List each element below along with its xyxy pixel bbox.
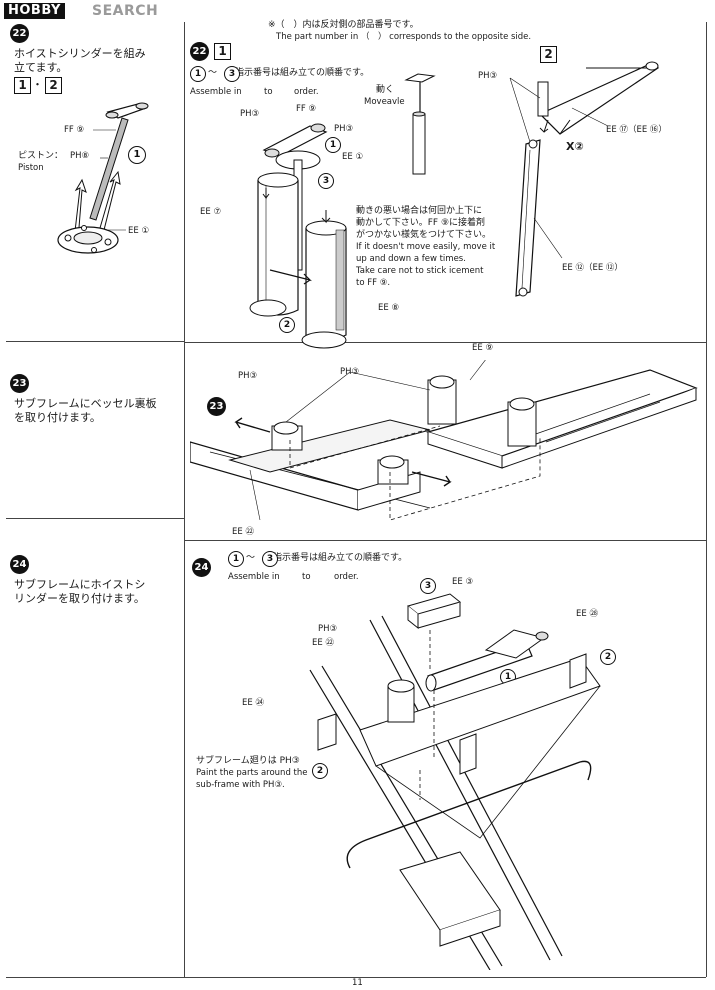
step-24-ee3: EE ③ — [452, 577, 474, 587]
step-22-box-1: 1 — [214, 43, 231, 60]
left-ee1-label: EE ① — [128, 226, 150, 236]
left-step-22-text-1: ホイストシリンダーを組み — [14, 47, 146, 60]
page-number: 11 — [352, 978, 363, 988]
step-22-ee7: EE ⑦ — [200, 207, 222, 217]
step-24-ee24: EE ㉔ — [242, 698, 264, 708]
right-separator-2 — [184, 540, 706, 541]
left-piston-en: Piston — [18, 163, 44, 173]
left-step-23-number: 23 — [10, 374, 29, 393]
step-22-fig-circle-1: 1 — [325, 137, 341, 153]
step-24-fig-circle-2-right: 2 — [600, 649, 616, 665]
step-24-ph3: PH③ — [318, 624, 338, 634]
step-22-note-jp-2: 動かして下さい。FF ⑨に接着剤 — [356, 218, 486, 228]
step-23-number: 23 — [207, 397, 226, 416]
step-24-order-en-b: order. — [334, 572, 359, 582]
step-24-paint-en-2: sub-frame with PH③. — [196, 780, 285, 790]
left-step-24-text-2: リンダーを取り付けます。 — [14, 592, 145, 605]
step-22-box-2: 2 — [540, 46, 557, 63]
step-24-paint-en-1: Paint the parts around the — [196, 768, 308, 778]
left-step-24-text-1: サブフレームにホイストシ — [14, 578, 146, 591]
step-24-ee28: EE ㉘ — [576, 609, 598, 619]
step-22-note-en-3: Take care not to stick icement — [356, 266, 484, 276]
bottom-border — [6, 977, 706, 978]
step-22-note-en-2: up and down a few times. — [356, 254, 466, 264]
left-ff9-label: FF ⑨ — [64, 125, 85, 135]
step-23-ee9: EE ⑨ — [472, 343, 494, 353]
step-22-fig-circle-3: 3 — [318, 173, 334, 189]
left-step-23-text-2: を取り付けます。 — [14, 411, 101, 424]
left-separator-1 — [6, 341, 184, 342]
step-22-b2-ph3: PH③ — [478, 71, 498, 81]
logo-brand: HOBBY — [4, 3, 65, 19]
step-24-order-jp: ～ の指示番号は組み立ての順番です。 — [246, 553, 408, 563]
left-step-23-text-1: サブフレームにベッセル裏板 — [14, 397, 157, 410]
step-24-order-en-a: Assemble in — [228, 572, 280, 582]
step-23-ee22: EE ㉒ — [232, 527, 254, 537]
step-22-b2-ee12: EE ⑫（EE ⑫） — [562, 263, 623, 273]
left-piston-jp: ピストン： — [18, 151, 64, 161]
step-22-order-jp: ～ の指示番号は組み立ての順番です。 — [208, 68, 370, 78]
step-22-order-circle-1: 1 — [190, 66, 206, 82]
step-24-frame-figure — [309, 593, 601, 970]
step-22-ph3-right: PH③ — [334, 124, 354, 134]
step-22-b2-x: X② — [566, 140, 584, 153]
step-24-order-circle-3: 3 — [262, 551, 278, 567]
step-24-fig-circle-3: 3 — [420, 578, 436, 594]
step-22-movable-en: Moveavle — [364, 97, 405, 107]
step-22-b2-ee17: EE ⑰（EE ⑯） — [606, 125, 667, 135]
left-step-22-box-sep: ・ — [32, 78, 43, 91]
step-22-note-jp-1: 動きの悪い場合は何回か上下に — [356, 206, 483, 216]
step-24-fig-circle-2-left: 2 — [312, 763, 328, 779]
step-22-fig-circle-2: 2 — [279, 317, 295, 333]
right-separator-1 — [184, 342, 706, 343]
step-22-order-circle-3: 3 — [224, 66, 240, 82]
step-22-note-en-4: to FF ⑨. — [356, 278, 391, 288]
left-hoist-cylinder-figure — [57, 102, 149, 254]
step-22-ff9: FF ⑨ — [296, 104, 317, 114]
left-step-22-number: 22 — [10, 24, 29, 43]
step-22-ph3-bottom: PH③ — [238, 371, 258, 381]
step-24-order-circle-1: 1 — [228, 551, 244, 567]
step-22-order-en-to: to — [264, 87, 273, 97]
step-22-order-en-b: order. — [294, 87, 319, 97]
right-border — [706, 22, 707, 977]
step-22-number: 22 — [190, 42, 209, 61]
step-22-ph3-top: PH③ — [240, 109, 260, 119]
left-step-22-box-1: 1 — [14, 77, 31, 94]
step-22-lift-arm-figure — [509, 61, 660, 297]
step-22-note-en-1: If it doesn't move easily, move it — [356, 242, 496, 252]
step-22-movable-jp: 動く — [376, 85, 395, 95]
step-22-assembly-figure — [249, 123, 347, 349]
step-22-ee8: EE ⑧ — [378, 303, 400, 313]
step-24-paint-jp: サブフレーム廻りは PH③ — [196, 756, 300, 766]
left-step-22-text-2: 立てます。 — [14, 61, 68, 74]
step-22-movable-rod — [404, 73, 436, 175]
step-22-ee1: EE ① — [342, 152, 364, 162]
step-24-number: 24 — [192, 558, 211, 577]
left-fig-circle-1: 1 — [128, 146, 146, 164]
step-23-subframe-figure — [190, 360, 698, 521]
logo-search: SEARCH — [92, 3, 159, 19]
left-step-24-number: 24 — [10, 555, 29, 574]
top-note-en: The part number in （ ） corresponds to th… — [276, 32, 532, 42]
step-24-order-en-to: to — [302, 572, 311, 582]
column-divider — [184, 22, 185, 977]
left-step-22-box-2: 2 — [45, 77, 62, 94]
step-22-note-jp-3: がつかない様気をつけて下さい。 — [356, 230, 492, 240]
left-separator-2 — [6, 518, 184, 519]
step-24-ee22: EE ㉒ — [312, 638, 334, 648]
step-22-order-en-a: Assemble in — [190, 87, 242, 97]
top-note-jp: ※（ ）内は反対側の部品番号です。 — [268, 20, 419, 30]
left-piston-ref: PH⑧ — [70, 151, 90, 161]
